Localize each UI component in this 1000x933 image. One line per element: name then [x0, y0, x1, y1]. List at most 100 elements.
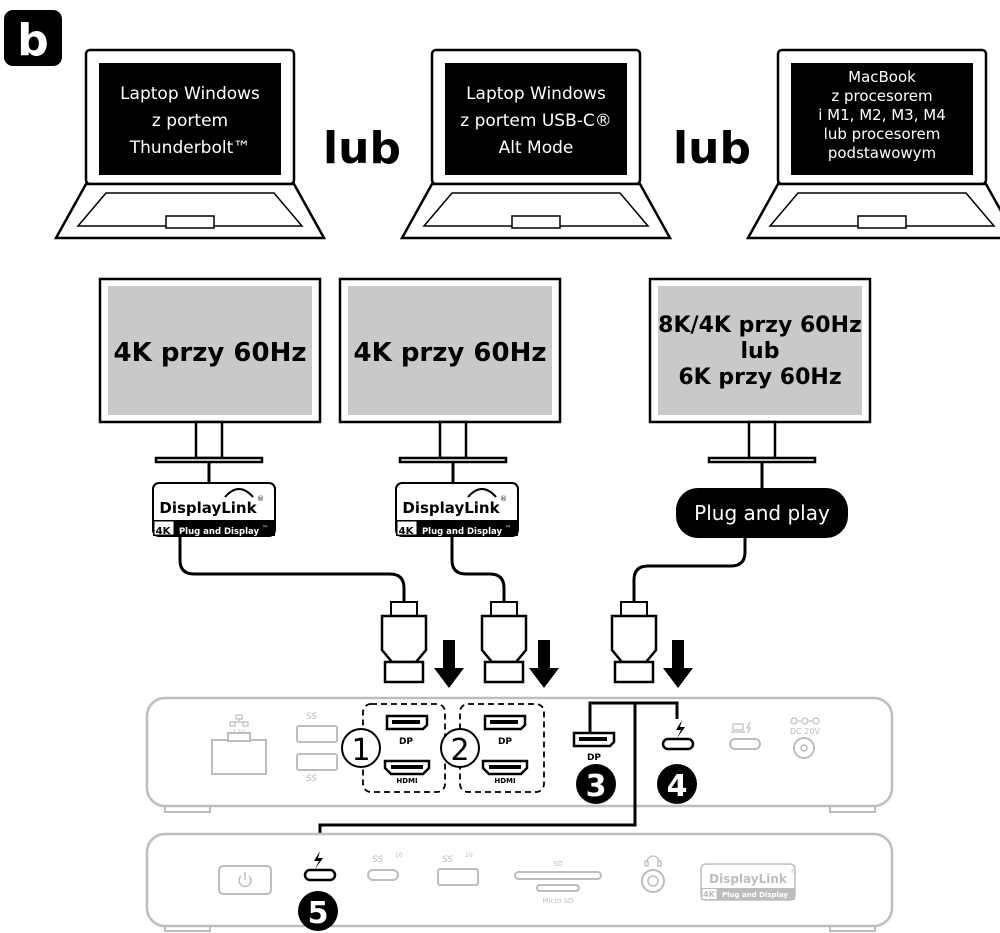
dp-label-1: DP [399, 737, 413, 747]
laptop-1-line-2: z portem [152, 111, 228, 131]
hdmi-label-1: HDMI [396, 777, 417, 785]
laptop-3-line-3: i M1, M2, M3, M4 [818, 106, 946, 124]
monitor-3-label-1: 8K/4K przy 60Hz [658, 313, 862, 338]
callout-4 [657, 764, 697, 804]
usb-a-port-front[interactable] [437, 868, 479, 886]
displaylink-2-tm: ™ [505, 525, 511, 532]
down-arrow-icon [529, 640, 559, 688]
usb-ss-label-2: SS [306, 774, 317, 784]
laptop-3-line-4: lub procesorem [824, 125, 941, 143]
front-displaylink-logo [700, 863, 796, 901]
plug-and-play-badge [676, 488, 848, 538]
front-brand-sub: Plug and Display [722, 891, 788, 899]
usb-c-front-10: 10 [395, 852, 403, 859]
thunderbolt-port-rear[interactable] [661, 737, 695, 751]
host-cable [318, 701, 637, 850]
displaylink-2-reg: ® [500, 495, 507, 503]
dp-label-2: DP [498, 737, 512, 747]
laptop-2-line-2: z portem USB-C® [460, 111, 612, 131]
usb-c-front-ss: SS [372, 855, 383, 865]
cable-3 [632, 538, 747, 604]
front-brand-4k: 4K [703, 890, 716, 899]
monitor-2-label: 4K przy 60Hz [354, 338, 547, 368]
callout-4-label: 4 [667, 769, 688, 804]
callout-1 [341, 728, 381, 768]
monitor-3-label-3: 6K przy 60Hz [678, 365, 841, 390]
laptop-charge-icon [731, 721, 751, 734]
thunderbolt-front-icon [314, 851, 323, 869]
thunderbolt-port-front[interactable] [303, 868, 337, 882]
dc-power-port[interactable] [793, 737, 815, 759]
laptop-1-line-3: Thunderbolt™ [129, 138, 251, 158]
usb-c-port-rear[interactable] [729, 738, 761, 750]
hdmi-plug-1 [380, 600, 428, 684]
dp-plug-3 [610, 600, 658, 684]
usb-a-front-ss: SS [442, 855, 453, 865]
displaylink-1-plug-display: Plug and Display [179, 527, 260, 537]
monitor-1-label: 4K przy 60Hz [114, 338, 307, 368]
displaylink-2-4k: 4K [399, 526, 415, 537]
hdmi-plug-2 [480, 600, 528, 684]
displayport-2[interactable] [483, 714, 527, 731]
dc-label: DC 20V [790, 727, 820, 736]
displayport-1[interactable] [385, 714, 429, 731]
dp-label-3: DP [587, 753, 601, 763]
cable-2 [450, 536, 506, 604]
displaylink-2-plug-display: Plug and Display [422, 527, 503, 537]
laptop-1-line-1: Laptop Windows [120, 84, 260, 104]
usb-ss-label-1: SS [306, 712, 317, 722]
monitor-1 [98, 277, 322, 464]
sd-label: SD [553, 860, 563, 868]
usb-a-front-10: 10 [465, 852, 473, 859]
callout-5-label: 5 [308, 896, 329, 931]
displaylink-2-name: DisplayLink [402, 499, 500, 517]
usb-a-port-1[interactable] [296, 725, 338, 743]
ethernet-label: 2.5G [232, 729, 247, 736]
dc-polarity-icon [790, 717, 820, 725]
sd-card-slot[interactable] [514, 871, 602, 880]
callout-2 [440, 728, 480, 768]
front-brand: DisplayLink [709, 872, 788, 886]
section-badge-label: b [17, 15, 49, 66]
host-cable-branch [635, 701, 679, 719]
monitor-3 [648, 277, 872, 464]
laptop-3-line-5: podstawowym [828, 144, 936, 162]
power-icon [238, 872, 252, 888]
monitor-2 [338, 277, 562, 464]
monitor-3-label-2: lub [741, 339, 780, 364]
laptop-3-line-1: MacBook [848, 68, 916, 86]
down-arrow-icon [434, 640, 464, 688]
hdmi-port-1[interactable] [383, 759, 431, 776]
plug-and-play-label: Plug and play [694, 501, 830, 525]
thunderbolt-icon [676, 720, 685, 738]
or-label-1: lub [323, 123, 401, 174]
headphone-icon [644, 855, 662, 867]
usb-c-port-front[interactable] [367, 869, 399, 881]
laptop-2-line-3: Alt Mode [499, 138, 574, 158]
displayport-3[interactable] [572, 731, 616, 748]
or-label-2: lub [673, 123, 751, 174]
microsd-label: Micro SD [543, 897, 574, 905]
displaylink-1-4k: 4K [156, 526, 172, 537]
usb-a-port-2[interactable] [296, 753, 338, 771]
displaylink-1-tm: ™ [262, 525, 268, 532]
callout-2-label: 2 [450, 733, 469, 768]
microsd-card-slot[interactable] [536, 884, 580, 892]
cable-1 [178, 536, 406, 604]
audio-jack[interactable] [641, 869, 665, 893]
down-arrow-icon [663, 640, 693, 688]
hdmi-label-2: HDMI [494, 777, 515, 785]
front-brand-reg: ® [790, 868, 796, 875]
callout-5 [298, 891, 338, 931]
laptop-2-line-1: Laptop Windows [466, 84, 606, 104]
ethernet-port[interactable] [211, 732, 267, 775]
displaylink-1-name: DisplayLink [159, 499, 257, 517]
callout-3 [576, 764, 616, 804]
callout-3-label: 3 [586, 769, 607, 804]
section-badge [4, 10, 62, 66]
hdmi-port-2[interactable] [481, 759, 529, 776]
callout-1-label: 1 [351, 733, 370, 768]
displaylink-1-reg: ® [257, 495, 264, 503]
laptop-3-line-2: z procesorem [831, 87, 932, 105]
